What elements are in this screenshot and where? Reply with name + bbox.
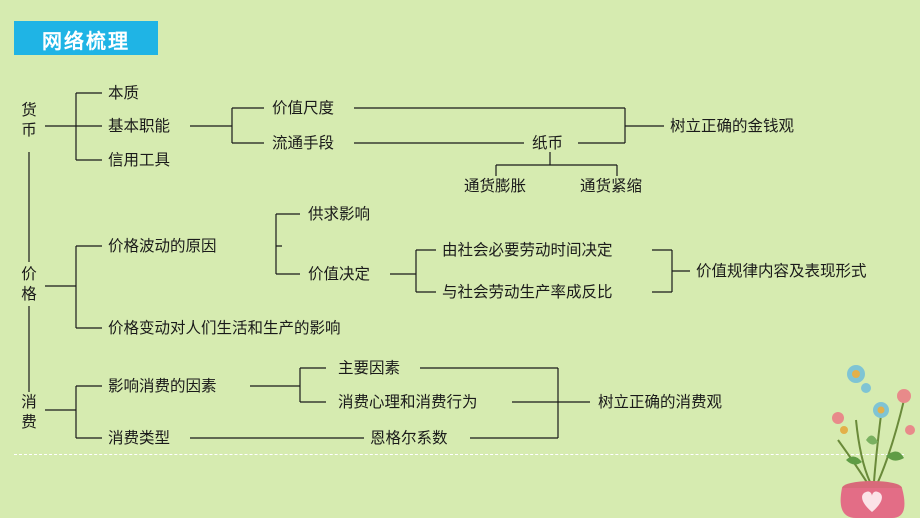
- node-main-factors: 主要因素: [336, 359, 403, 377]
- section-title: 网络梳理: [42, 29, 130, 53]
- node-price-fluctuation-cause: 价格波动的原因: [106, 237, 219, 255]
- node-deflation: 通货紧缩: [578, 177, 645, 195]
- node-inflation: 通货膨胀: [462, 177, 529, 195]
- node-money-view: 树立正确的金钱观: [668, 117, 797, 135]
- flower-pot-icon: [832, 365, 915, 518]
- node-engel-coefficient: 恩格尔系数: [368, 429, 450, 447]
- node-essence: 本质: [106, 84, 142, 102]
- node-law-of-value: 价值规律内容及表现形式: [694, 262, 869, 280]
- node-price: 价格: [20, 264, 38, 304]
- heart-icon: [862, 491, 882, 512]
- node-consumer-psychology: 消费心理和消费行为: [336, 393, 480, 411]
- node-consumption-factors: 影响消费的因素: [106, 377, 219, 395]
- node-supply-demand: 供求影响: [306, 205, 373, 223]
- node-consumption: 消费: [20, 392, 38, 432]
- node-credit-tools: 信用工具: [106, 151, 173, 169]
- node-circulation-means: 流通手段: [270, 134, 337, 152]
- node-value-measure: 价值尺度: [270, 99, 337, 117]
- node-price-change-impact: 价格变动对人们生活和生产的影响: [106, 319, 343, 337]
- node-value-determines: 价值决定: [306, 265, 373, 283]
- node-money: 货币: [20, 100, 38, 140]
- node-paper-money: 纸币: [530, 134, 566, 152]
- node-consumption-view: 树立正确的消费观: [596, 393, 725, 411]
- node-socially-necessary-labor: 由社会必要劳动时间决定: [440, 241, 615, 259]
- node-basic-functions: 基本职能: [106, 117, 173, 135]
- footer-divider: [14, 454, 904, 455]
- node-consumption-types: 消费类型: [106, 429, 173, 447]
- node-labor-productivity: 与社会劳动生产率成反比: [440, 283, 615, 301]
- section-title-bar: 网络梳理: [14, 21, 158, 55]
